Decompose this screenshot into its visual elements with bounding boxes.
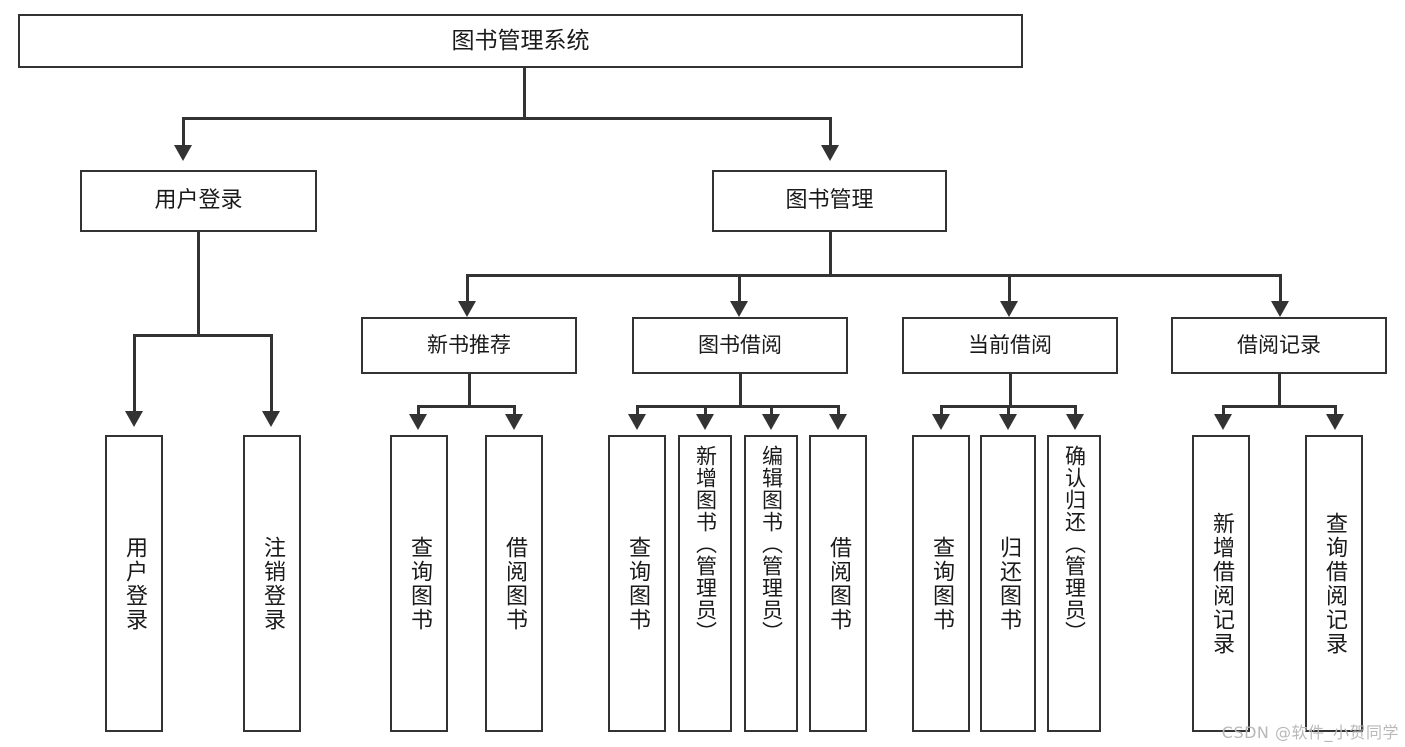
arrowhead-leaf-query-book-2: [628, 414, 646, 430]
node-label: 用户登录: [122, 535, 147, 632]
arrowhead-leaf-user-login: [125, 411, 143, 427]
node-label: 确认归还（管理员）: [1062, 445, 1087, 643]
arrowhead-leaf-query-book-1: [409, 414, 427, 430]
connector-borrow-bar: [636, 405, 839, 408]
node-leaf-return-book[interactable]: 归还图书: [980, 435, 1036, 732]
node-label: 新书推荐: [427, 333, 511, 358]
node-label: 图书借阅: [698, 333, 782, 358]
connector-current-stem: [1009, 374, 1012, 407]
node-label: 图书管理系统: [451, 27, 590, 54]
arrowhead-leaf-query-book-3: [932, 414, 950, 430]
arrowhead-leaf-borrow-book-2: [829, 414, 847, 430]
connector-record-leaf1: [1222, 405, 1225, 414]
connector-root-bar: [182, 117, 832, 120]
connector-new-book-leaf1: [417, 405, 420, 414]
node-leaf-query-book-2[interactable]: 查询图书: [608, 435, 666, 732]
connector-book-manage-stem: [829, 232, 832, 276]
node-user-login[interactable]: 用户登录: [80, 170, 317, 232]
node-leaf-borrow-book-1[interactable]: 借阅图书: [485, 435, 543, 732]
connector-user-login-bar: [133, 334, 272, 337]
connector-book-manage-to-record: [1279, 274, 1282, 301]
node-label: 查询借阅记录: [1322, 511, 1347, 656]
connector-book-manage-to-borrow: [738, 274, 741, 301]
connector-root-stem: [523, 68, 526, 119]
node-label: 查询图书: [407, 535, 432, 632]
node-leaf-query-book-3[interactable]: 查询图书: [912, 435, 970, 732]
connector-borrow-leaf3: [770, 405, 773, 414]
node-book-borrow[interactable]: 图书借阅: [632, 317, 848, 374]
node-label: 编辑图书（管理员）: [759, 445, 784, 643]
arrowhead-book-manage: [821, 145, 839, 161]
node-label: 归还图书: [996, 535, 1021, 632]
arrowhead-leaf-confirm-return: [1066, 414, 1084, 430]
connector-record-stem: [1278, 374, 1281, 407]
node-label: 当前借阅: [968, 333, 1052, 358]
node-leaf-add-record[interactable]: 新增借阅记录: [1192, 435, 1250, 732]
arrowhead-current: [1000, 301, 1018, 317]
arrowhead-leaf-add-book: [696, 414, 714, 430]
connector-book-manage-to-new-book: [466, 274, 469, 301]
node-label: 查询图书: [625, 535, 650, 632]
connector-borrow-leaf1: [636, 405, 639, 414]
node-label: 用户登录: [154, 188, 243, 214]
connector-new-book-leaf2: [513, 405, 516, 414]
node-label: 借阅图书: [502, 535, 527, 632]
connector-current-leaf2: [1007, 405, 1010, 414]
connector-new-book-bar: [417, 405, 515, 408]
connector-record-bar: [1222, 405, 1336, 408]
node-current-borrow[interactable]: 当前借阅: [902, 317, 1118, 374]
arrowhead-leaf-return-book: [999, 414, 1017, 430]
arrowhead-leaf-borrow-book-1: [505, 414, 523, 430]
connector-user-login-leaf1: [133, 334, 136, 411]
node-root-system[interactable]: 图书管理系统: [18, 14, 1023, 68]
node-leaf-query-book-1[interactable]: 查询图书: [390, 435, 448, 732]
connector-new-book-stem: [468, 374, 471, 407]
arrowhead-borrow: [730, 301, 748, 317]
connector-current-leaf1: [940, 405, 943, 414]
node-book-manage[interactable]: 图书管理: [712, 170, 947, 232]
node-borrow-record[interactable]: 借阅记录: [1171, 317, 1387, 374]
connector-user-login-stem: [197, 232, 200, 336]
connector-user-login-leaf2: [270, 334, 273, 411]
connector-record-leaf2: [1334, 405, 1337, 414]
connector-borrow-leaf4: [837, 405, 840, 414]
node-label: 注销登录: [260, 535, 285, 632]
node-label: 查询图书: [929, 535, 954, 632]
node-leaf-edit-book[interactable]: 编辑图书（管理员）: [744, 435, 798, 732]
node-leaf-confirm-return[interactable]: 确认归还（管理员）: [1047, 435, 1101, 732]
node-label: 新增借阅记录: [1209, 511, 1234, 656]
connector-root-to-user-login: [182, 117, 185, 145]
arrowhead-leaf-add-record: [1214, 414, 1232, 430]
connector-current-leaf3: [1074, 405, 1077, 414]
connector-book-manage-bar: [466, 274, 1281, 277]
node-label: 新增图书（管理员）: [693, 445, 718, 643]
arrowhead-leaf-edit-book: [762, 414, 780, 430]
node-new-book-recommend[interactable]: 新书推荐: [361, 317, 577, 374]
node-leaf-user-login[interactable]: 用户登录: [105, 435, 163, 732]
node-leaf-query-record[interactable]: 查询借阅记录: [1305, 435, 1363, 732]
connector-root-to-book-manage: [829, 117, 832, 145]
node-leaf-borrow-book-2[interactable]: 借阅图书: [809, 435, 867, 732]
arrowhead-new-book: [458, 301, 476, 317]
connector-book-manage-to-current: [1008, 274, 1011, 301]
node-leaf-add-book[interactable]: 新增图书（管理员）: [678, 435, 732, 732]
node-label: 图书管理: [785, 188, 874, 214]
arrowhead-leaf-query-record: [1326, 414, 1344, 430]
arrowhead-user-login: [174, 145, 192, 161]
arrowhead-record: [1271, 301, 1289, 317]
node-label: 借阅图书: [826, 535, 851, 632]
connector-borrow-leaf2: [704, 405, 707, 414]
arrowhead-leaf-user-logout: [262, 411, 280, 427]
connector-borrow-stem: [739, 374, 742, 407]
node-leaf-user-logout[interactable]: 注销登录: [243, 435, 301, 732]
node-label: 借阅记录: [1237, 333, 1321, 358]
